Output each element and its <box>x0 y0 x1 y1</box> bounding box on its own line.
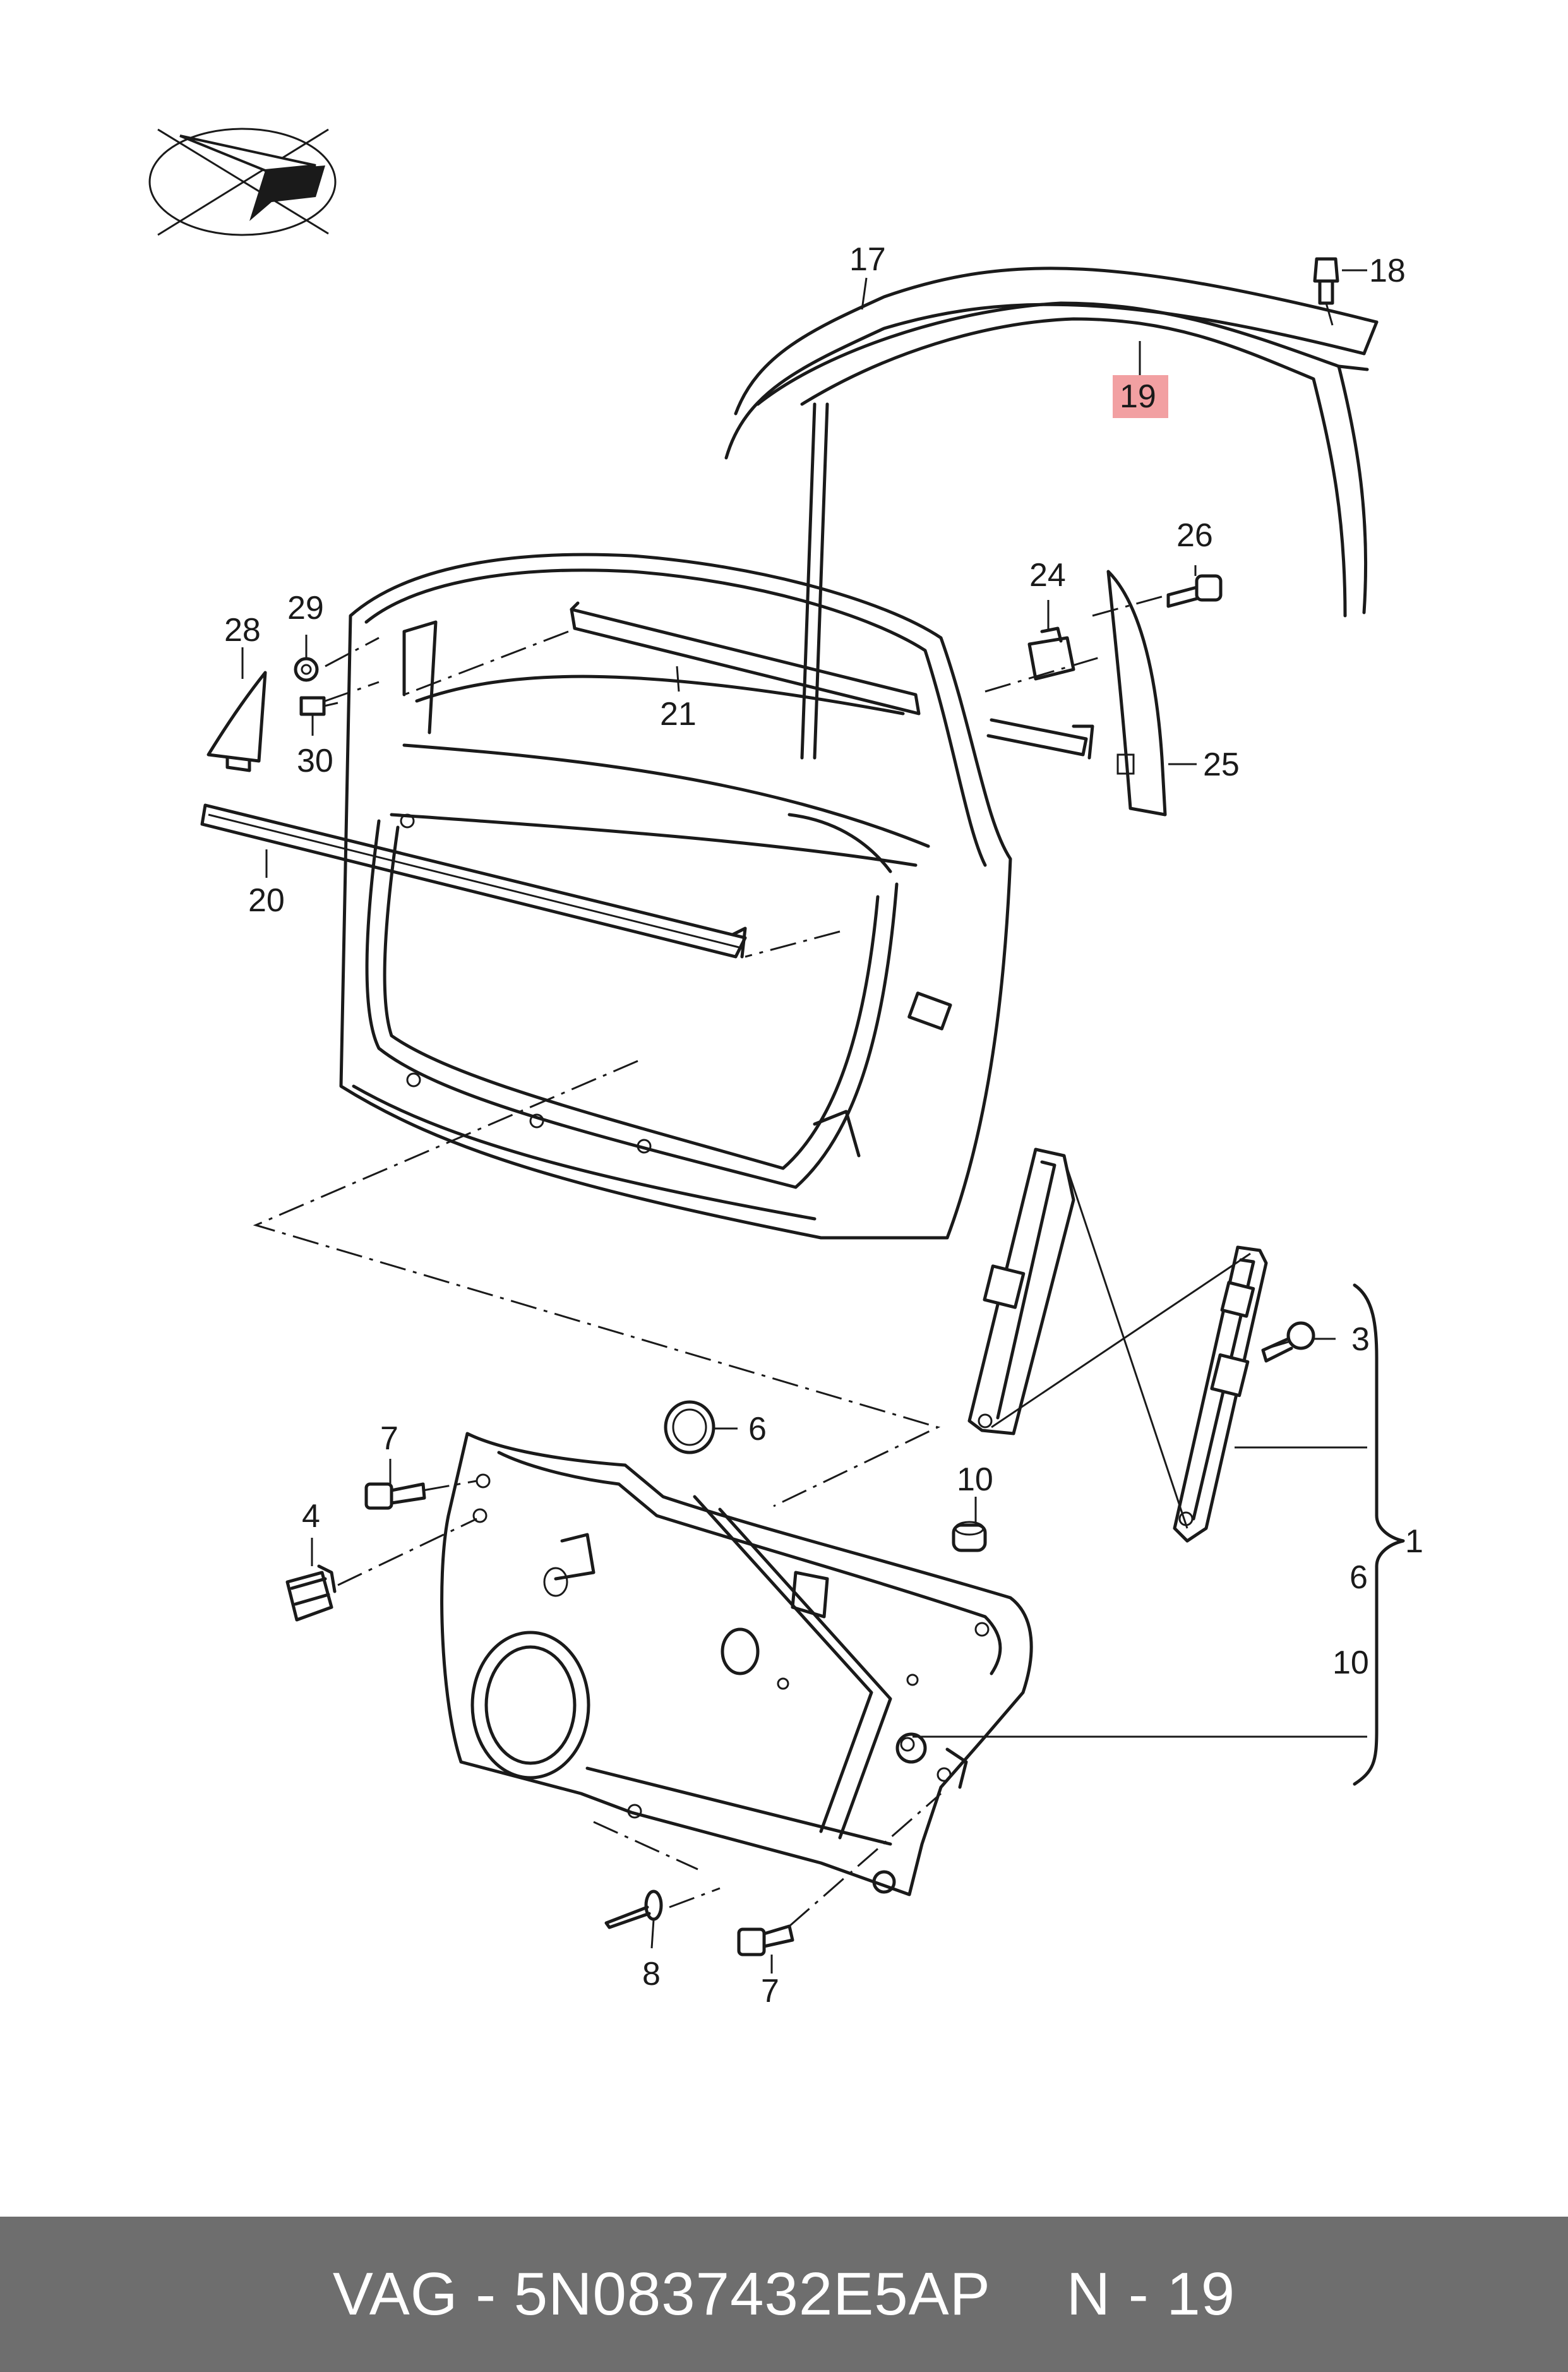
part-20-outer-window-seal <box>200 803 747 959</box>
part-7-bolt-lower <box>737 1924 794 1956</box>
alignment-lines <box>253 594 1289 1927</box>
paper-plane-logo-icon <box>148 128 337 236</box>
part-10-nut <box>952 1521 987 1552</box>
callout-7-upper: 7 <box>380 1420 398 1457</box>
callout-17: 17 <box>849 241 886 278</box>
part-7-bolt-upper <box>364 1482 426 1510</box>
group-bracket <box>913 1283 1405 1786</box>
part-25-pillar-trim <box>1106 570 1167 817</box>
callout-29: 29 <box>287 590 324 626</box>
part-18-clip <box>1313 257 1339 326</box>
callout-28: 28 <box>224 612 261 649</box>
callout-labels: 17 18 19 26 24 25 21 20 28 29 30 3 1 6 1… <box>224 241 1423 2010</box>
part-21-inner-window-seal <box>570 601 921 716</box>
callout-21: 21 <box>660 696 697 733</box>
part-17-door-seal <box>724 267 1379 460</box>
callout-4: 4 <box>302 1498 320 1535</box>
footer-part-number: VAG - 5N0837432E5AP <box>332 2260 991 2328</box>
callout-18: 18 <box>1369 253 1406 289</box>
part-26-screw <box>1166 574 1223 608</box>
part-30-bolt <box>299 696 338 716</box>
callout-1: 1 <box>1405 1523 1423 1560</box>
part-29-nut <box>294 657 319 682</box>
part-4-connector <box>285 1564 337 1622</box>
callout-8: 8 <box>642 1956 661 1992</box>
part-8-rivet <box>604 1890 663 1929</box>
exploded-parts-diagram: 17 18 19 26 24 25 21 20 28 29 30 3 1 6 1… <box>148 128 1423 2010</box>
part-6-grommet <box>664 1400 715 1454</box>
footer-position: N - 19 <box>1066 2260 1236 2328</box>
callout-25: 25 <box>1203 746 1240 783</box>
callout-3: 3 <box>1351 1321 1370 1358</box>
callout-20: 20 <box>248 882 285 919</box>
door-module-carrier <box>440 1432 1033 1896</box>
callout-6-group: 6 <box>1350 1559 1368 1596</box>
callout-26: 26 <box>1176 517 1213 554</box>
callout-6: 6 <box>748 1411 767 1447</box>
callout-10-group: 10 <box>1332 1644 1369 1681</box>
callout-19: 19 <box>1120 378 1156 415</box>
highlight-box-19 <box>1113 375 1168 418</box>
part-3-screw <box>1261 1321 1315 1363</box>
part-19-window-channel <box>756 301 1369 760</box>
horizontal-rod <box>986 718 1094 760</box>
footer-bar: VAG - 5N0837432E5AP N - 19 <box>0 2217 1568 2372</box>
callout-30: 30 <box>297 743 333 779</box>
callout-24: 24 <box>1029 557 1066 594</box>
part-28-mirror-trim <box>206 671 267 772</box>
leader-lines <box>241 269 1367 1974</box>
callout-10: 10 <box>957 1461 993 1498</box>
part-1-window-regulator <box>967 1147 1268 1543</box>
door-shell <box>339 553 1012 1240</box>
callout-7-lower: 7 <box>761 1973 779 2010</box>
